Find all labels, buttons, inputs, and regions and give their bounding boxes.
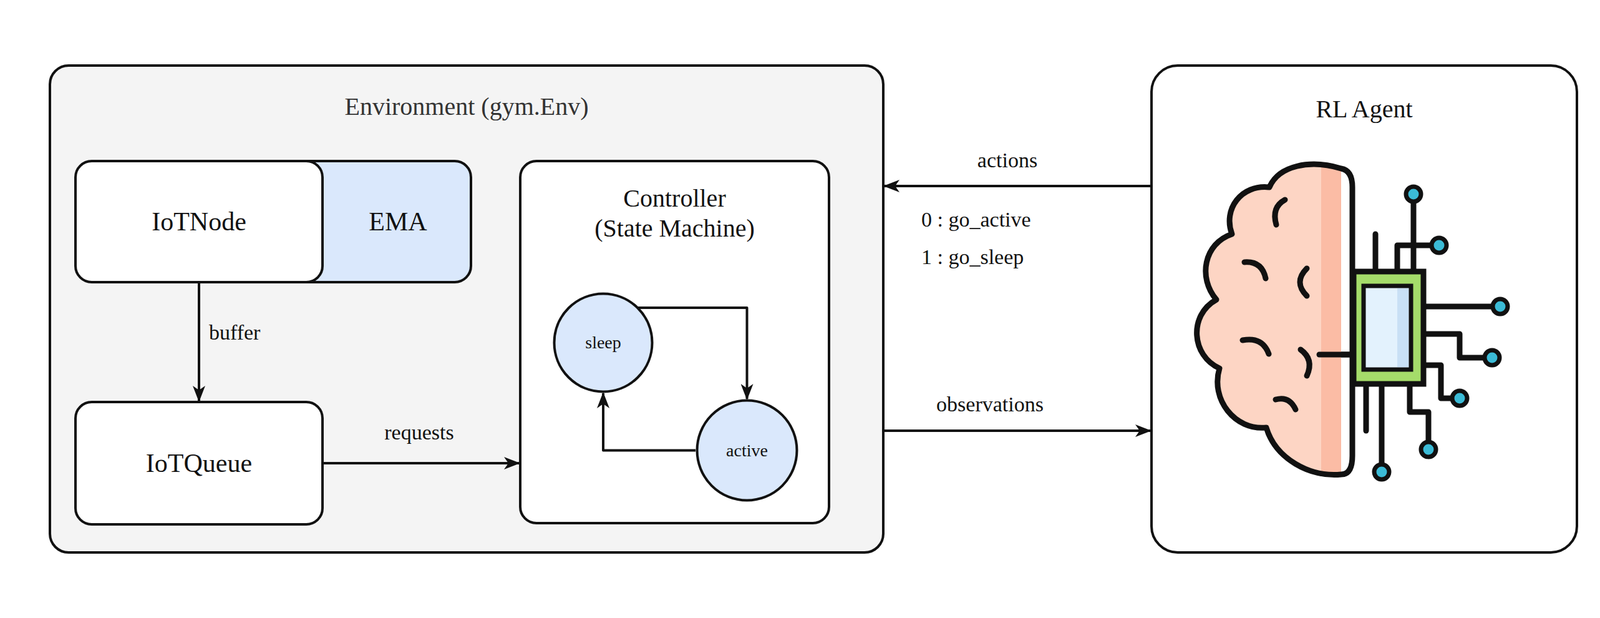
brain-shade	[1321, 167, 1342, 475]
action-code: 1 : go_sleep	[921, 244, 1024, 271]
circuit-dot	[1452, 390, 1468, 406]
circuit-dot	[1492, 298, 1508, 314]
iot-queue-box: IoTQueue	[74, 400, 324, 526]
iot-node-box: IoTNode	[74, 159, 324, 284]
brain-folds	[1242, 199, 1353, 410]
circuit-trace	[1423, 333, 1485, 358]
arrow-connector	[884, 184, 1151, 188]
action-code: 0 : go_active	[921, 207, 1032, 233]
circle-shape	[697, 400, 798, 501]
chip-core	[1363, 285, 1411, 370]
circuit-trace	[1372, 233, 1379, 272]
arrow-connector	[603, 392, 696, 451]
circuit-trace	[1379, 383, 1385, 465]
node-label: IoTQueue	[145, 447, 253, 479]
box-title: Controller (State Machine)	[594, 183, 755, 244]
circuit-trace	[1410, 201, 1417, 272]
arrow-connector	[323, 461, 519, 465]
edge-label: buffer	[208, 320, 261, 346]
chip-core-shade	[1397, 288, 1409, 367]
circuit-trace	[1409, 383, 1429, 442]
circuit-trace	[1363, 383, 1370, 431]
circuit-trace	[1423, 303, 1493, 310]
arrow-connector	[638, 307, 748, 399]
circuit-dot	[1431, 237, 1447, 253]
node-label: active	[726, 439, 768, 461]
circuit-dot	[1420, 441, 1436, 457]
edge-label: actions	[977, 147, 1038, 174]
box-title: RL Agent	[1152, 94, 1576, 125]
circuit-dot	[1374, 464, 1390, 480]
brain-outline	[1197, 164, 1353, 475]
circuit-trace	[1397, 245, 1432, 272]
circuit-lines	[1341, 201, 1493, 465]
circuit-dot	[1484, 349, 1500, 365]
controller-box: Controller (State Machine) sleep active	[518, 159, 831, 524]
node-label: IoTNode	[151, 205, 247, 238]
edge-label: requests	[384, 419, 454, 446]
node-label: sleep	[585, 331, 622, 354]
arrow-connector	[197, 283, 201, 401]
state-circle: active	[695, 398, 799, 502]
environment-box: Environment (gym.Env) IoTNode EMA IoTQueue C…	[48, 64, 885, 554]
box-title: Environment (gym.Env)	[51, 91, 883, 122]
circle-shape	[554, 293, 653, 392]
circuit-trace	[1423, 364, 1453, 398]
chip-body	[1353, 271, 1424, 384]
edge-label: observations	[936, 391, 1044, 418]
arrow-connector	[884, 429, 1151, 432]
node-label: EMA	[368, 205, 427, 238]
circuit-dot	[1406, 186, 1421, 202]
